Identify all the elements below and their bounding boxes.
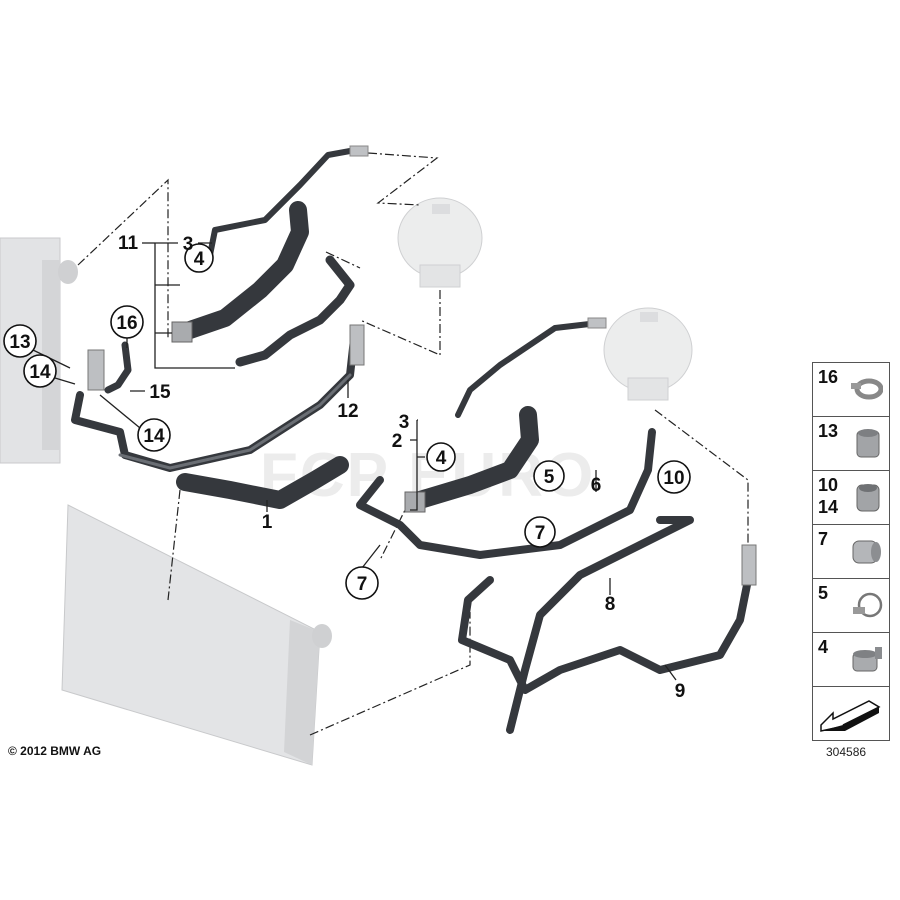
legend-item-16: 16 bbox=[812, 362, 890, 416]
callout-10: 10 bbox=[663, 468, 684, 489]
callout-8: 8 bbox=[605, 594, 616, 615]
diagram-number: 304586 bbox=[826, 745, 867, 759]
legend-item-10-14: 10 14 bbox=[812, 470, 890, 524]
legend-label: 7 bbox=[818, 529, 829, 549]
callout-13: 13 bbox=[9, 332, 30, 353]
hose-clamp-icon bbox=[853, 592, 883, 618]
legend-label: 5 bbox=[818, 583, 829, 603]
parts-legend: 16 13 10 14 7 5 4 bbox=[812, 362, 890, 741]
callout-3: 3 bbox=[399, 412, 410, 433]
hoses bbox=[71, 145, 757, 734]
callout-4: 4 bbox=[436, 448, 447, 469]
callout-6: 6 bbox=[591, 475, 602, 496]
direction-arrow-icon bbox=[820, 700, 881, 732]
hose-clamp-spring-icon bbox=[851, 378, 883, 400]
callout-1: 1 bbox=[262, 512, 273, 533]
copyright: © 2012 BMW AG bbox=[8, 744, 102, 758]
legend-label: 14 bbox=[818, 497, 839, 517]
callout-4: 4 bbox=[194, 249, 205, 270]
legend-label: 4 bbox=[818, 637, 829, 657]
callout-7: 7 bbox=[357, 574, 368, 595]
callout-16: 16 bbox=[116, 313, 137, 334]
legend-item-5: 5 bbox=[812, 578, 890, 632]
legend-item-13: 13 bbox=[812, 416, 890, 470]
circled-callouts bbox=[3, 243, 691, 600]
callout-15: 15 bbox=[149, 382, 171, 403]
callout-9: 9 bbox=[675, 681, 686, 702]
callout-5: 5 bbox=[544, 467, 555, 488]
legend-label: 16 bbox=[818, 367, 839, 387]
legend-label: 10 bbox=[818, 475, 839, 495]
quick-connector-icon bbox=[856, 429, 880, 458]
hose-clamp-band-icon bbox=[852, 647, 882, 672]
callout-labels: 3 11 4 16 13 14 15 14 12 3 2 4 1 5 6 10 … bbox=[9, 233, 685, 702]
legend-item-7: 7 bbox=[812, 524, 890, 578]
callout-12: 12 bbox=[337, 401, 358, 422]
clamp-sleeve-icon bbox=[852, 540, 881, 564]
callout-3: 3 bbox=[183, 234, 194, 255]
callout-11: 11 bbox=[118, 233, 139, 254]
legend-item-direction bbox=[812, 686, 890, 741]
expansion-tank-2 bbox=[603, 307, 693, 401]
legend-item-4: 4 bbox=[812, 632, 890, 686]
callout-2: 2 bbox=[392, 431, 403, 452]
legend-label: 13 bbox=[818, 421, 839, 441]
radiator-bottom bbox=[61, 504, 332, 766]
expansion-tank-1 bbox=[397, 197, 483, 288]
callout-7: 7 bbox=[535, 523, 546, 544]
callout-14: 14 bbox=[29, 362, 51, 383]
connection-lines bbox=[77, 152, 749, 736]
quick-connector-icon bbox=[856, 484, 880, 512]
callout-14: 14 bbox=[143, 426, 165, 447]
